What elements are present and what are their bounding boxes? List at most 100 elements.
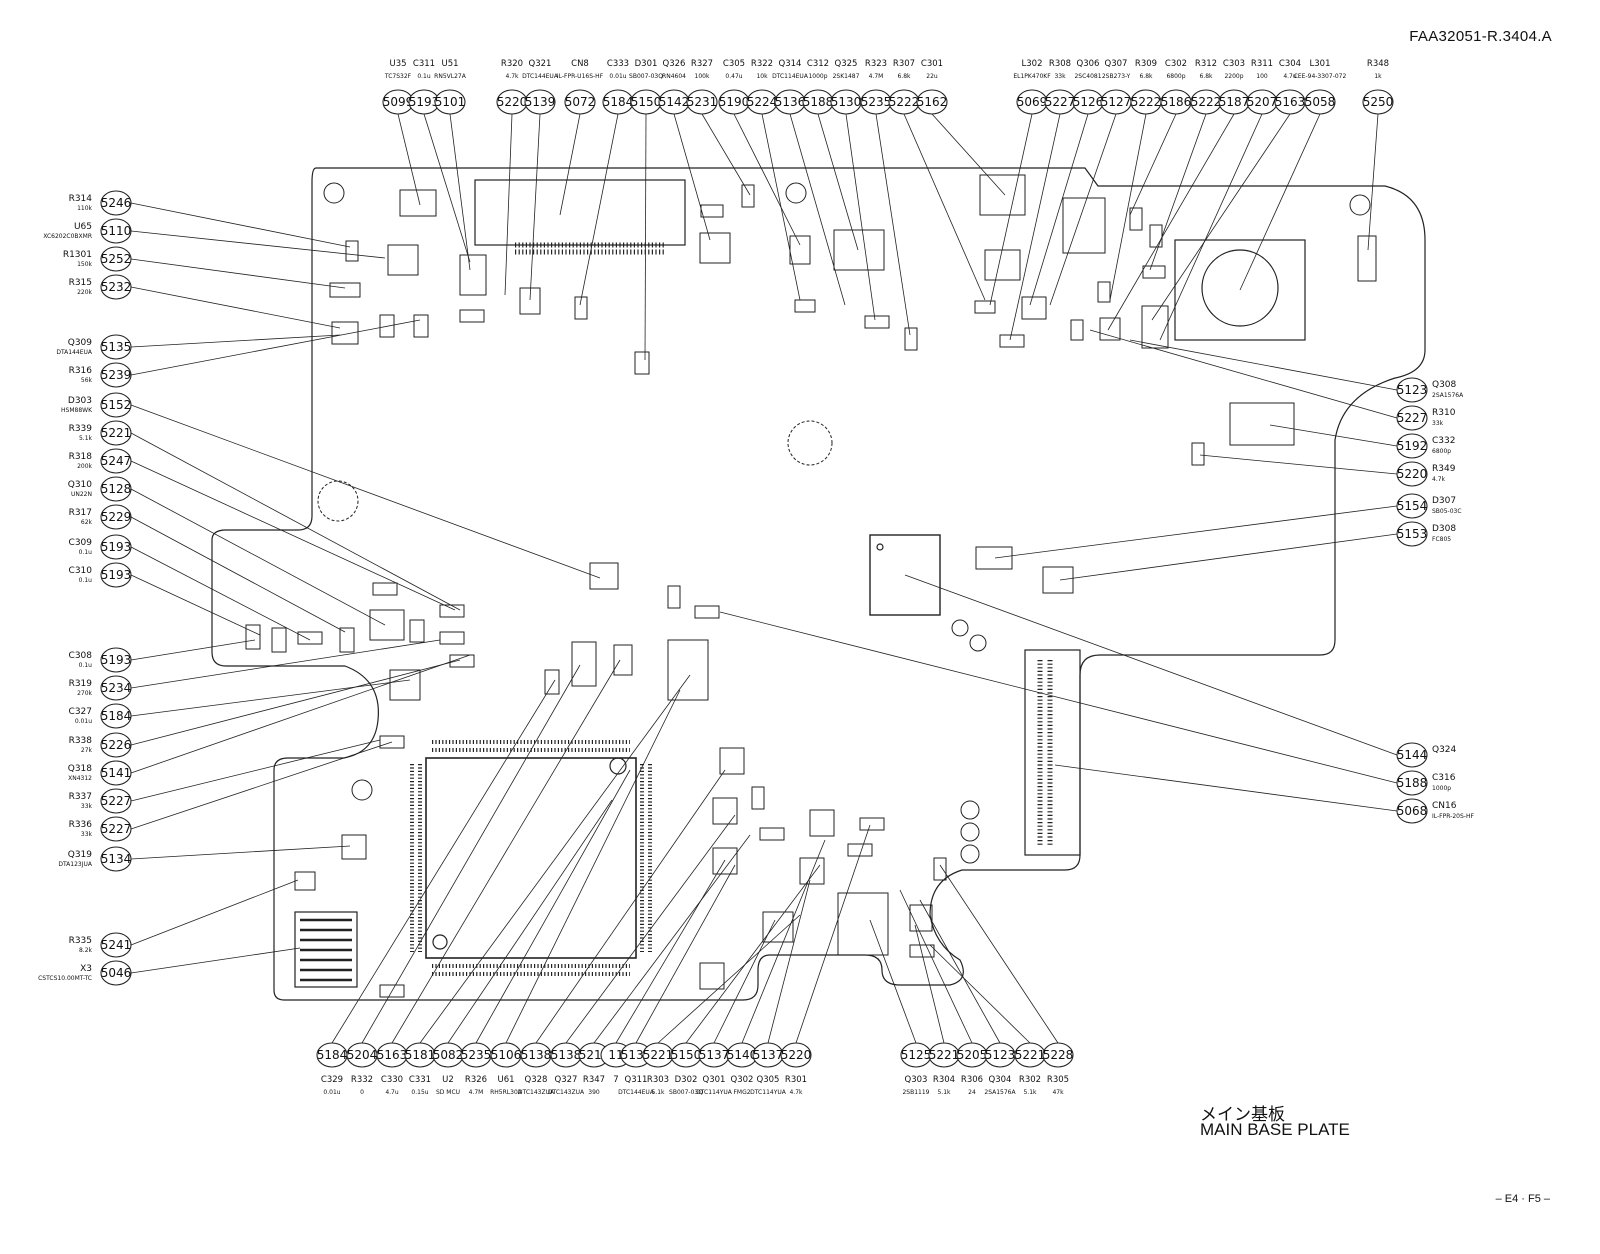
ref-label: R349: [1432, 464, 1456, 474]
callout-code: 5221: [643, 1048, 674, 1062]
leader-line: [504, 113, 513, 296]
callout-bubble: [100, 504, 132, 530]
leader-line: [130, 202, 351, 248]
leader-line: [685, 864, 821, 1044]
callout-code: 5140: [727, 1048, 758, 1062]
ref-label: R315: [69, 278, 92, 288]
callout-code: 5241: [101, 938, 132, 952]
callout-code: 5152: [101, 398, 132, 412]
value-label: CEE-94-3307-072: [1294, 73, 1347, 80]
leader-line: [423, 113, 471, 263]
leader-line: [130, 654, 471, 774]
ref-label: R318: [69, 452, 93, 462]
callout-code: 5221: [929, 1048, 960, 1062]
callout-code: 5227: [101, 794, 132, 808]
ref-label: R301: [785, 1075, 807, 1085]
leader-line: [994, 505, 1398, 559]
callout-bubble: [100, 448, 132, 474]
value-label: 1k: [1374, 73, 1382, 80]
leader-line: [733, 113, 801, 246]
crystal-x3: [294, 911, 358, 988]
ref-label: C312: [807, 59, 829, 69]
callout-code: 5163: [377, 1048, 408, 1062]
leader-line: [817, 113, 859, 251]
leader-line: [1149, 113, 1207, 271]
callout-bubble: [916, 89, 948, 115]
value-label: 33k: [1054, 73, 1066, 80]
value-label: 390: [588, 1089, 600, 1096]
callout-bubble: [1396, 742, 1428, 768]
leader-line: [130, 488, 386, 626]
value-label: 4.7k: [789, 1089, 803, 1096]
ref-label: R337: [69, 792, 92, 802]
callout-bubble: [100, 846, 132, 872]
callout-code: 5137: [753, 1048, 784, 1062]
ref-label: R320: [501, 59, 523, 69]
callout-code: 5192: [1397, 439, 1428, 453]
callout-code: 5130: [831, 95, 862, 109]
value-label: 62k: [81, 519, 93, 526]
leader-line: [1269, 424, 1398, 447]
ref-label: C304: [1279, 59, 1301, 69]
callout-code: 5106: [491, 1048, 522, 1062]
leader-line: [130, 319, 421, 376]
callout-code: 11: [608, 1048, 623, 1062]
callout-code: 5246: [101, 196, 132, 210]
callout-code: 5046: [101, 966, 132, 980]
value-label: 24: [968, 1089, 976, 1096]
callout-bubble: [100, 476, 132, 502]
callout-bubble: [100, 334, 132, 360]
ref-label: Q304: [989, 1075, 1012, 1085]
value-label: TC7S32F: [384, 73, 412, 80]
value-label: 4.7u: [1283, 73, 1297, 80]
ref-label: R319: [69, 679, 93, 689]
ref-label: R310: [1432, 408, 1456, 418]
leader-line: [644, 113, 647, 361]
ref-label: R316: [69, 366, 93, 376]
ref-label: D308: [1432, 524, 1456, 534]
callout-code: 5190: [719, 95, 750, 109]
leader-line: [559, 113, 581, 216]
callout-bubble: [1396, 521, 1428, 547]
ref-label: D301: [635, 59, 658, 69]
value-label: SB007-03Q: [629, 73, 663, 80]
leader-line: [719, 611, 1398, 784]
ref-label: R309: [1135, 59, 1157, 69]
callout-code: 5222: [1191, 95, 1222, 109]
value-label: SB007-03Q: [669, 1089, 703, 1096]
callout-bubble: [524, 89, 556, 115]
leader-line: [1089, 329, 1398, 419]
callout-code: 5224: [747, 95, 778, 109]
callout-bubble: [100, 190, 132, 216]
ref-label: R323: [865, 59, 887, 69]
callout-code: 5221: [101, 426, 132, 440]
callout-bubble: [1396, 461, 1428, 487]
ref-label: R317: [69, 508, 92, 518]
ref-label: R339: [69, 424, 93, 434]
callout-code: 5144: [1397, 748, 1428, 762]
leader-line: [130, 230, 386, 259]
callout-code: 5058: [1305, 95, 1336, 109]
ref-label: Q318: [68, 764, 93, 774]
